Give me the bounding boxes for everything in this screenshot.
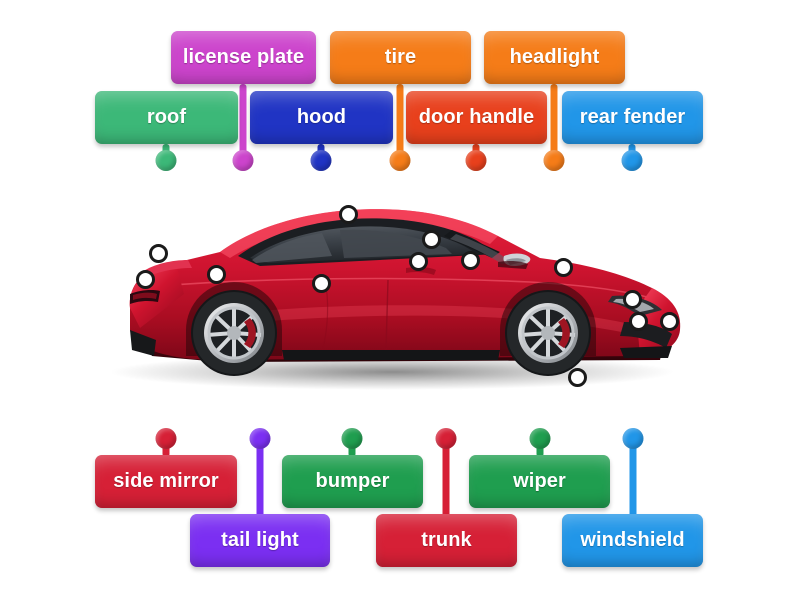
connector-knob-wiper[interactable]	[529, 428, 551, 449]
drop-marker-4[interactable]	[408, 251, 428, 271]
label-chip-door-handle[interactable]: door handle	[406, 91, 547, 144]
label-chip-license-plate[interactable]: license plate	[171, 31, 316, 84]
label-chip-wiper[interactable]: wiper	[469, 455, 610, 508]
connector-knob-bumper[interactable]	[341, 428, 363, 449]
connector-knob-door-handle[interactable]	[465, 150, 487, 171]
connector-license-plate	[231, 84, 255, 252]
connector-knob-windshield[interactable]	[622, 428, 644, 449]
connector-knob-side-mirror[interactable]	[155, 428, 177, 449]
connector-headlight	[542, 84, 566, 252]
label-chip-side-mirror[interactable]: side mirror	[95, 455, 237, 508]
drop-marker-3[interactable]	[421, 229, 441, 249]
label-chip-text: roof	[146, 106, 187, 128]
connector-stem-license-plate	[239, 84, 247, 162]
connector-knob-license-plate[interactable]	[232, 150, 254, 171]
connector-roof	[154, 144, 178, 192]
connector-tail-light	[248, 428, 272, 541]
drop-marker-13[interactable]	[567, 367, 587, 387]
label-chip-tail-light[interactable]: tail light	[190, 514, 330, 567]
connector-hood	[309, 144, 333, 192]
drop-marker-8[interactable]	[311, 273, 331, 293]
connector-stem-tail-light	[256, 437, 264, 517]
connector-wiper	[528, 428, 552, 481]
connector-tire	[388, 84, 412, 252]
drop-marker-6[interactable]	[135, 269, 155, 289]
drop-marker-10[interactable]	[622, 289, 642, 309]
label-chip-text: side mirror	[113, 470, 219, 492]
label-chip-text: license plate	[182, 46, 305, 68]
label-chip-text: tire	[384, 46, 417, 68]
label-chip-text: bumper	[315, 470, 390, 492]
connector-trunk	[434, 428, 458, 541]
label-chip-text: wiper	[513, 470, 566, 492]
connector-side-mirror	[154, 428, 178, 481]
connector-knob-tail-light[interactable]	[249, 428, 271, 449]
label-chip-text: hood	[296, 106, 347, 128]
connector-knob-rear-fender[interactable]	[621, 150, 643, 171]
label-chip-text: trunk	[421, 529, 472, 551]
drop-marker-12[interactable]	[659, 311, 679, 331]
connector-door-handle	[464, 144, 488, 192]
label-chip-rear-fender[interactable]: rear fender	[562, 91, 703, 144]
drop-marker-9[interactable]	[553, 257, 573, 277]
drop-marker-5[interactable]	[460, 250, 480, 270]
connector-bumper	[340, 428, 364, 481]
connector-knob-tire[interactable]	[389, 150, 411, 171]
label-chip-tire[interactable]: tire	[330, 31, 471, 84]
connector-stem-trunk	[442, 437, 450, 517]
drop-marker-7[interactable]	[206, 264, 226, 284]
label-chip-hood[interactable]: hood	[250, 91, 393, 144]
label-chip-windshield[interactable]: windshield	[562, 514, 703, 567]
label-chip-text: headlight	[509, 46, 600, 68]
label-chip-text: door handle	[418, 106, 535, 128]
drop-marker-11[interactable]	[628, 311, 648, 331]
label-chip-trunk[interactable]: trunk	[376, 514, 517, 567]
connector-knob-headlight[interactable]	[543, 150, 565, 171]
connector-knob-roof[interactable]	[155, 150, 177, 171]
connector-stem-tire	[396, 84, 404, 162]
connector-knob-hood[interactable]	[310, 150, 332, 171]
label-chip-headlight[interactable]: headlight	[484, 31, 625, 84]
label-chip-text: windshield	[580, 529, 685, 551]
drop-marker-1[interactable]	[338, 204, 358, 224]
connector-knob-trunk[interactable]	[435, 428, 457, 449]
connector-stem-headlight	[550, 84, 558, 162]
connector-rear-fender	[620, 144, 644, 192]
label-chip-bumper[interactable]: bumper	[282, 455, 423, 508]
drop-marker-2[interactable]	[148, 243, 168, 263]
connector-stem-windshield	[629, 437, 637, 517]
connector-windshield	[621, 428, 645, 541]
label-chip-roof[interactable]: roof	[95, 91, 238, 144]
label-chip-text: tail light	[221, 529, 299, 551]
label-chip-text: rear fender	[579, 106, 686, 128]
